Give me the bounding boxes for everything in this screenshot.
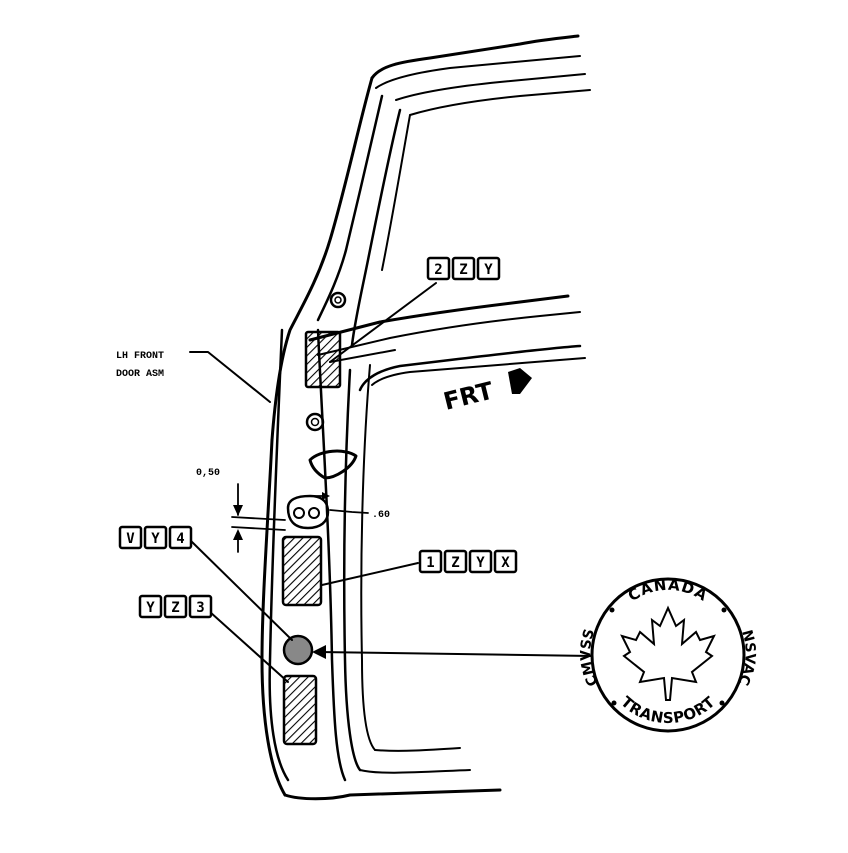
code-left-lower-3: 3 (196, 600, 204, 616)
front-direction-label: FRT (441, 376, 497, 415)
cmvss-sticker-dot (282, 634, 314, 666)
code-middle-2: Z (451, 555, 459, 571)
code-box-left-lower: Y Z 3 (138, 594, 213, 619)
code-left-upper-2: Y (151, 531, 160, 547)
code-left-lower-2: Z (171, 600, 179, 616)
label-patches (281, 330, 342, 746)
code-box-upper: 2 Z Y (426, 256, 501, 281)
transport-canada-seal: CANADA TRANSPORT CMVSS NSVAC (578, 576, 758, 733)
code-middle-1: 1 (426, 555, 434, 571)
dimension-vertical-label: 0,50 (196, 468, 220, 479)
code-left-lower-1: Y (146, 600, 155, 616)
code-upper-1: 2 (434, 262, 442, 278)
front-arrow-icon (508, 368, 532, 394)
dimension-horizontal-label: .60 (372, 510, 390, 521)
leader-lines (189, 282, 593, 683)
middle-label-patch (281, 535, 323, 607)
code-upper-3: Y (484, 262, 493, 278)
lower-label-patch (282, 674, 318, 746)
maple-leaf-icon (620, 605, 716, 701)
code-left-upper-3: 4 (176, 531, 184, 547)
seal-pointer-arrow (312, 645, 326, 659)
code-upper-2: Z (459, 262, 467, 278)
code-middle-4: X (501, 555, 510, 571)
code-left-upper-1: V (126, 531, 135, 547)
door-assembly-label-line1: LH FRONT (116, 351, 164, 362)
door-assembly-label-line2: DOOR ASM (116, 369, 164, 380)
upper-label-patch (304, 330, 342, 389)
code-middle-3: Y (476, 555, 485, 571)
code-box-middle: 1 Z Y X (418, 549, 518, 574)
code-box-left-upper: V Y 4 (118, 525, 193, 550)
